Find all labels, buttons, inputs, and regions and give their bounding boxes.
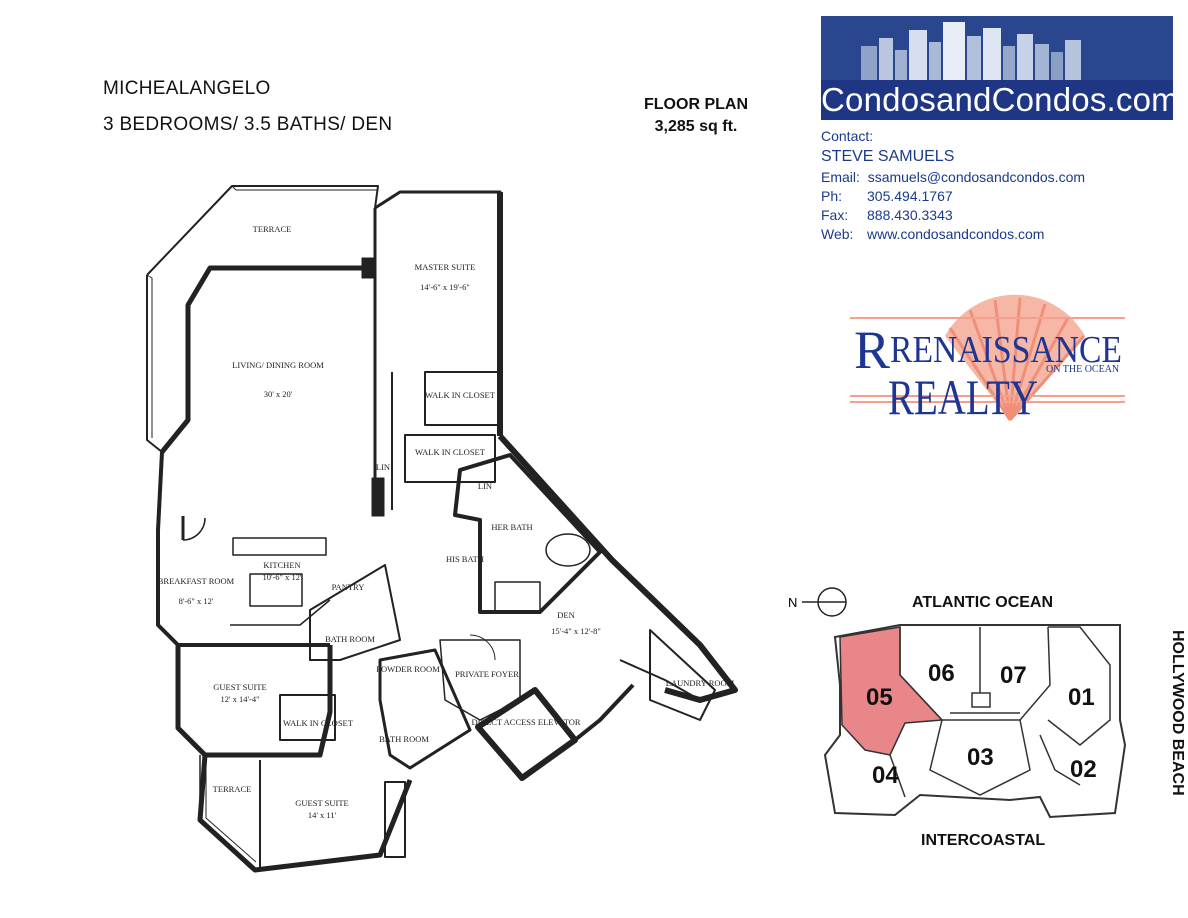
phone-label: Ph:	[821, 188, 843, 204]
site-map: N 05 06 07 01 04 03 02	[788, 587, 1127, 819]
room-linen-2: LIN	[478, 481, 492, 491]
room-bath-room-1: BATH ROOM	[325, 634, 375, 644]
north-arrow-icon: N	[788, 587, 847, 617]
room-den-size: 15'-4" x 12'-8"	[551, 626, 601, 636]
skyline-icon	[821, 16, 1173, 80]
phone-row: Ph: 305.494.1767	[821, 187, 1085, 206]
svg-text:N: N	[788, 595, 797, 610]
realty-logo: R RENAISSANCE REALTY ON THE OCEAN	[850, 294, 1125, 425]
room-private-foyer: PRIVATE FOYER	[455, 669, 519, 679]
room-living-dining-size: 30' x 20'	[264, 389, 293, 399]
room-his-bath: HIS BATH	[446, 554, 484, 564]
room-kitchen-size: 10'-6" x 12'	[262, 572, 302, 582]
floor-plan: TERRACE MASTER SUITE 14'-6" x 19'-6" LIV…	[146, 185, 738, 873]
room-den: DEN	[557, 610, 574, 620]
contact-heading: Contact:	[821, 128, 874, 144]
room-her-bath: HER BATH	[491, 522, 532, 532]
unit-01[interactable]: 01	[1068, 684, 1095, 711]
room-breakfast: BREAKFAST ROOM	[158, 576, 235, 586]
fax-label: Fax:	[821, 207, 849, 223]
unit-07[interactable]: 07	[1000, 662, 1027, 689]
unit-06[interactable]: 06	[928, 660, 955, 687]
fax-number: 888.430.3343	[867, 207, 953, 223]
room-bath-room-2: BATH ROOM	[379, 734, 429, 744]
unit-02[interactable]: 02	[1070, 756, 1097, 783]
room-terrace-2: TERRACE	[213, 784, 252, 794]
map-label-hollywood-beach: HOLLYWOOD BEACH	[1169, 630, 1186, 796]
map-label-ocean: ATLANTIC OCEAN	[912, 594, 1054, 611]
realty-initial-r: R	[854, 320, 890, 380]
room-terrace: TERRACE	[253, 224, 292, 234]
unit-05[interactable]: 05	[866, 684, 893, 711]
web-label: Web:	[821, 226, 854, 242]
room-breakfast-size: 8'-6" x 12'	[179, 596, 214, 606]
floor-plan-heading: FLOOR PLAN 3,285 sq ft.	[628, 94, 764, 138]
room-guest-suite-2: GUEST SUITE	[295, 798, 348, 808]
room-walk-in-closet-3: WALK IN CLOSET	[283, 718, 354, 728]
agent-name: STEVE SAMUELS	[821, 148, 955, 165]
realty-line2: REALTY	[888, 369, 1038, 425]
room-kitchen: KITCHEN	[263, 560, 300, 570]
unit-03[interactable]: 03	[967, 744, 994, 771]
room-laundry: LAUNDRY ROOM	[666, 678, 735, 688]
site-logo-text: CondosandCondos.com	[821, 80, 1173, 120]
fax-row: Fax: 888.430.3343	[821, 206, 1085, 225]
room-walk-in-closet-2: WALK IN CLOSET	[415, 447, 486, 457]
room-guest-suite-1-size: 12' x 14'-4"	[220, 694, 259, 704]
email-link[interactable]: ssamuels@condosandcondos.com	[867, 169, 1086, 185]
web-row: Web: www.condosandcondos.com	[821, 225, 1085, 244]
floor-plan-label: FLOOR PLAN	[644, 96, 748, 113]
room-elevator: DIRECT ACCESS ELEVATOR	[471, 717, 580, 727]
shell-icon	[850, 294, 1125, 421]
living-wall	[160, 265, 365, 454]
room-guest-suite-1: GUEST SUITE	[213, 682, 266, 692]
phone-number: 305.494.1767	[867, 188, 953, 204]
room-walk-in-closet-1: WALK IN CLOSET	[425, 390, 496, 400]
room-master-suite: MASTER SUITE	[415, 262, 476, 272]
room-living-dining: LIVING/ DINING ROOM	[232, 360, 324, 370]
email-label: Email:	[821, 169, 860, 185]
floor-area: 3,285 sq ft.	[654, 118, 738, 135]
room-labels: TERRACE MASTER SUITE 14'-6" x 19'-6" LIV…	[158, 224, 735, 820]
realty-tagline: ON THE OCEAN	[1046, 364, 1119, 375]
room-linen-1: LIN	[376, 462, 390, 472]
terrace-outline	[146, 185, 379, 276]
room-guest-suite-2-size: 14' x 11'	[308, 810, 337, 820]
email-row: Email: ssamuels@condosandcondos.com	[821, 168, 1085, 187]
building-name: MICHEALANGELO	[103, 78, 271, 99]
room-powder-room: POWDER ROOM	[376, 664, 440, 674]
contact-block: Contact: STEVE SAMUELS Email: ssamuels@c…	[821, 127, 1085, 244]
unit-04[interactable]: 04	[872, 762, 899, 789]
unit-configuration: 3 BEDROOMS/ 3.5 BATHS/ DEN	[103, 114, 393, 135]
site-logo[interactable]: CondosandCondos.com	[821, 16, 1173, 120]
room-master-suite-size: 14'-6" x 19'-6"	[420, 282, 470, 292]
map-label-intercoastal: INTERCOASTAL	[921, 832, 1046, 849]
realty-line1: RENAISSANCE	[890, 329, 1122, 371]
room-pantry: PANTRY	[332, 582, 365, 592]
web-link[interactable]: www.condosandcondos.com	[867, 226, 1045, 242]
terrace-outline-left	[146, 275, 163, 453]
